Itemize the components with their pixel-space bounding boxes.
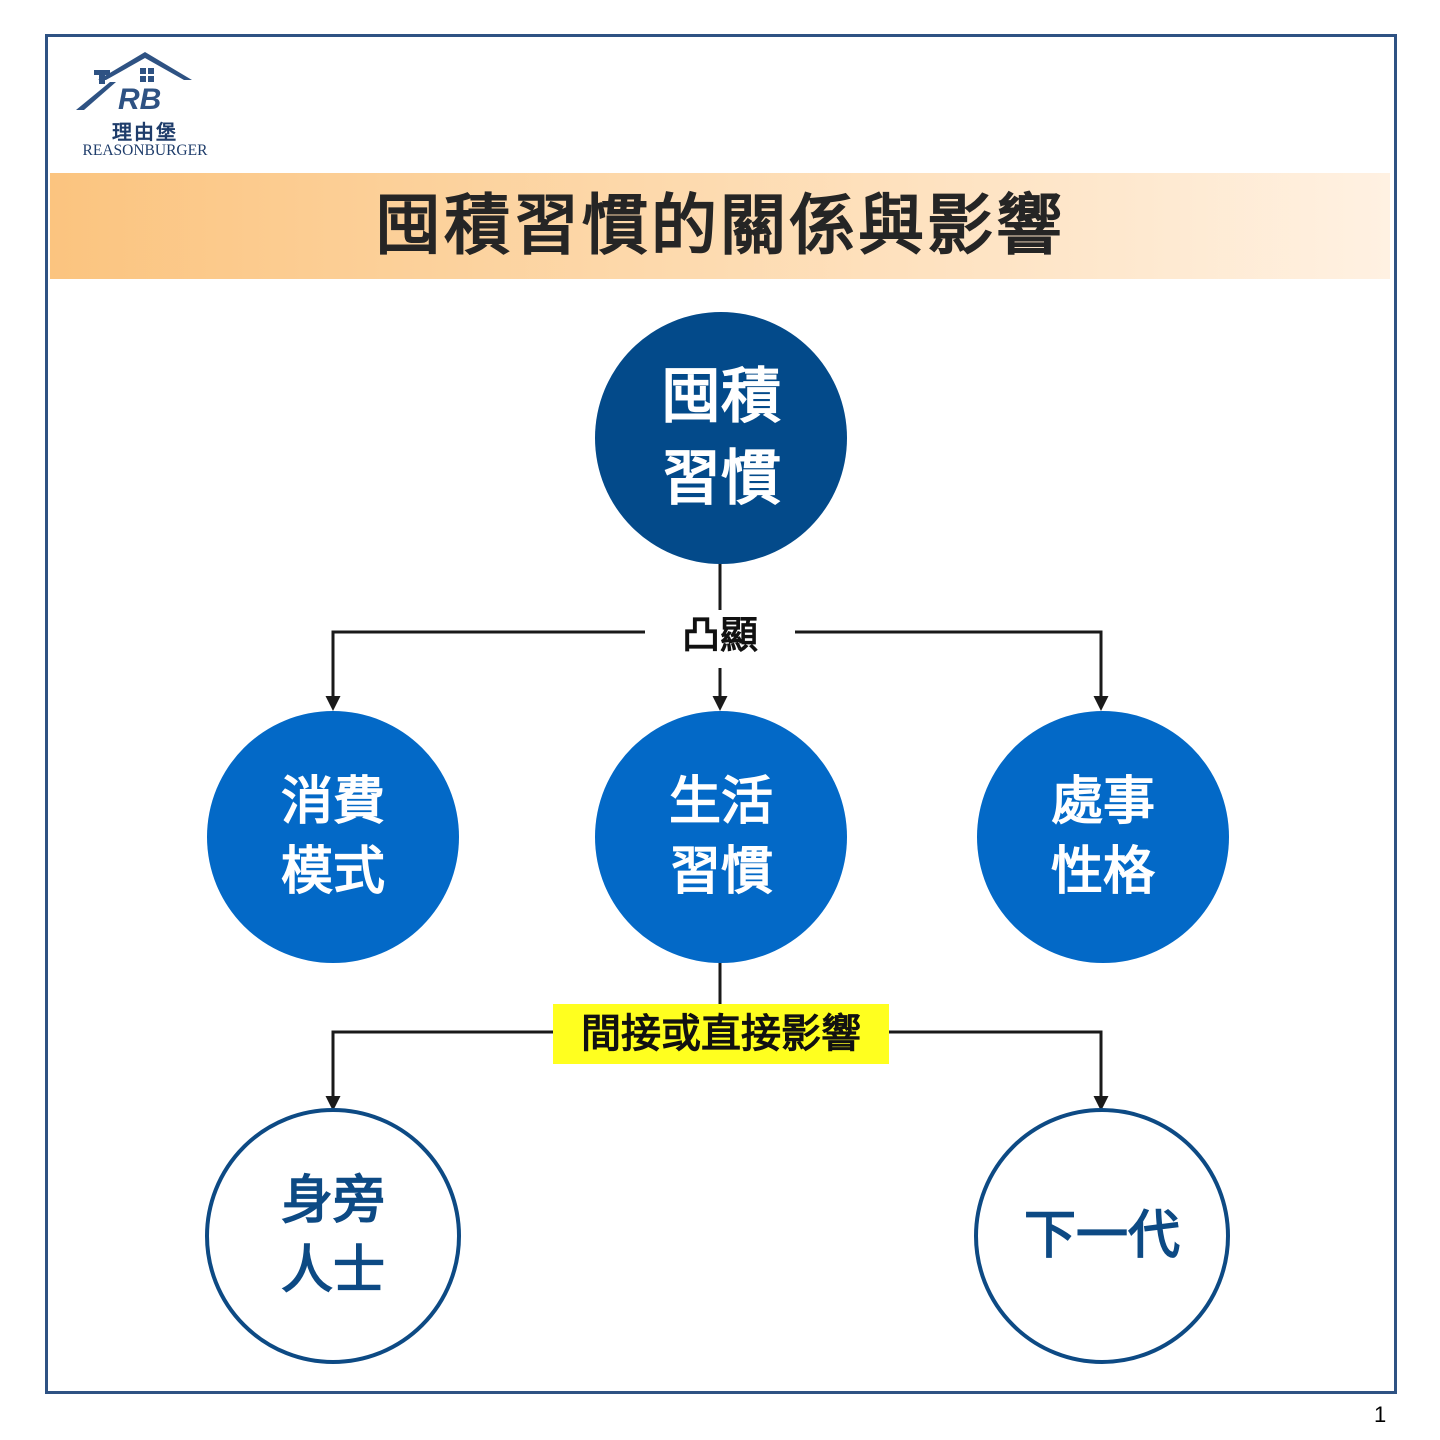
logo: RB 理由堡 REASONBURGER	[70, 48, 220, 164]
node-lifestyle-habit: 生活 習慣	[595, 711, 847, 963]
edge-label-influence: 間接或直接影響	[553, 1004, 889, 1064]
logo-mark: RB	[118, 83, 161, 114]
title-banner: 囤積習慣的關係與影響	[50, 173, 1390, 279]
logo-name-en: REASONBURGER	[82, 142, 208, 159]
node-next-generation: 下一代	[974, 1108, 1230, 1364]
logo-name-cn: 理由堡	[112, 120, 178, 144]
arrow-to-consumption	[325, 630, 645, 711]
arrow-to-character	[795, 630, 1109, 711]
node-consumption-pattern: 消費 模式	[207, 711, 459, 963]
page-title: 囤積習慣的關係與影響	[375, 187, 1065, 264]
page-number: 1	[1374, 1402, 1387, 1427]
arrow-to-people-around	[325, 1030, 553, 1111]
node-people-around: 身旁 人士	[205, 1108, 461, 1364]
edge-label-reveal: 凸顯	[645, 610, 795, 660]
page-frame	[45, 34, 1397, 1394]
house-logo-icon: RB	[76, 52, 192, 116]
node-hoarding-habit: 囤積 習慣	[595, 312, 847, 564]
arrow-to-next-generation	[889, 1030, 1109, 1111]
node-character: 處事 性格	[977, 711, 1229, 963]
